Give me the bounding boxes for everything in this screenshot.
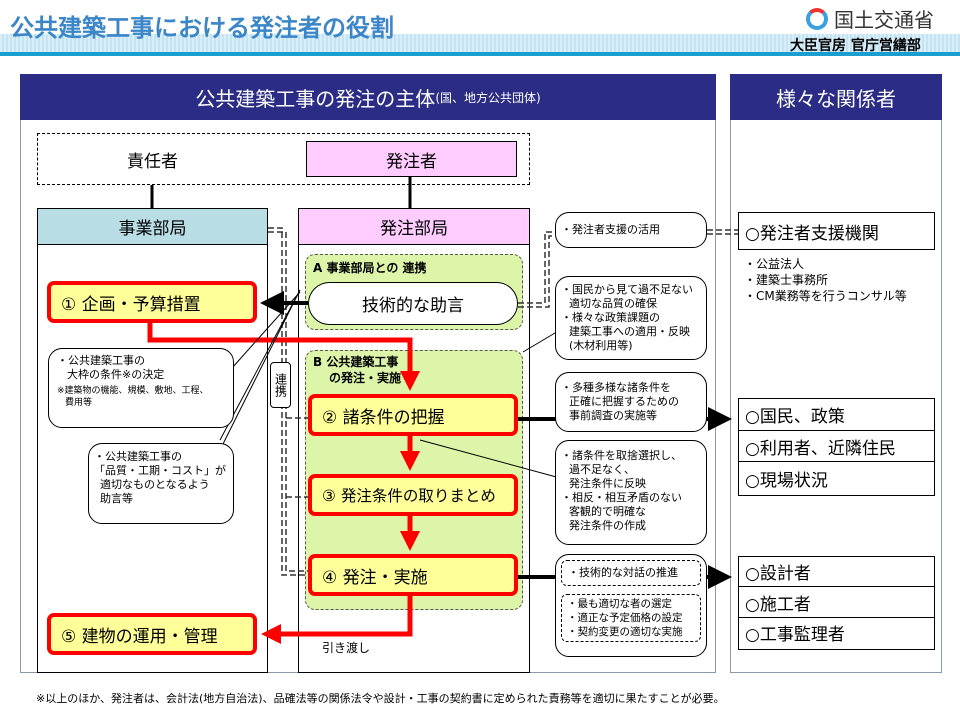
top-group (37, 133, 530, 185)
ministry-logo: 国土交通省 (806, 4, 934, 33)
stakeholder-item: ○利用者、近隣住民 (739, 431, 934, 463)
group-a-label: A 事業部局との 連携 (313, 261, 427, 275)
callout-line: ・多種多様な諸条件を (561, 381, 671, 394)
ministry-emblem-icon (806, 7, 828, 30)
support-org-item: ・建築士事務所 (744, 273, 829, 287)
group-b-label-2: の発注・実施 (329, 371, 402, 385)
callout-support: ・発注者支援の活用 (555, 212, 707, 248)
callout-line: ・適正な予定価格の設定 (567, 612, 683, 624)
callout-conditions: ・諸条件を取捨選択し、 過不足なく、 発注条件に反映 ・相反・相互矛盾のない 客… (555, 440, 707, 545)
step2-conditions: ② 諸条件の把握 (308, 394, 518, 436)
flow-arrow-1-2 (147, 323, 420, 391)
stakeholder-item: ○現場状況 (745, 470, 828, 491)
callout-line: 発注条件に反映 (569, 477, 646, 490)
callout-line: ・最も適切な者の選定 (567, 598, 672, 610)
renkei-dashed-lines (268, 227, 738, 576)
main-title-text: 公共建築工事の発注の主体 (195, 86, 436, 111)
callout-selection: ・最も適切な者の選定 ・適正な予定価格の設定 ・契約変更の適切な実施 (561, 594, 701, 642)
group-b-label: B 公共建築工事の発注・実施 (313, 354, 401, 386)
group-b-label-1: B 公共建築工事 (313, 355, 399, 369)
callout-framework: ・公共建築工事の 大枠の条件※の決定 ※建築物の機能、規模、敷地、工程、 費用等 (48, 348, 234, 428)
main-panel-title: 公共建築工事の発注の主体(国、地方公共団体) (20, 74, 716, 120)
callout-survey: ・多種多様な諸条件を 正確に把握するための 事前調査の実施等 (555, 372, 707, 432)
callout-line: 「品質・工期・コスト」が (94, 464, 226, 477)
header-rule (0, 52, 960, 56)
callout-line: 適切なものとなるよう (100, 478, 210, 491)
callout-line: ・公共建築工事の (94, 450, 182, 463)
flow-arrow-4-5 (261, 596, 413, 644)
callout-line: 正確に把握するための (569, 395, 679, 408)
callout-line: ・相反・相互矛盾のない (561, 491, 682, 504)
callout-line: ・諸条件を取捨選択し、 (561, 449, 682, 462)
callout-order: ・技術的な対話の推進 ・最も適切な者の選定 ・適正な予定価格の設定 ・契約変更の… (555, 554, 707, 657)
callout-line: 過不足なく、 (569, 463, 635, 476)
support-org-list: ・公益法人 ・建築士事務所 ・CM業務等を行うコンサル等 (744, 256, 907, 304)
public-stakeholders: ○国民、政策 ○利用者、近隣住民 ○現場状況 (738, 398, 935, 496)
callout-line: ・契約変更の適切な実施 (567, 626, 683, 638)
callout-line: ・公共建築工事の (57, 354, 145, 367)
callout-line: 建築工事への適用・反映 (569, 325, 690, 338)
callout-line: (木材利用等) (569, 339, 633, 352)
callout-quality: ・国民から見て過不足ない 適切な品質の確保 ・様々な政策課題の 建築工事への適用… (555, 276, 707, 360)
header-band (0, 34, 960, 52)
footnote: ※以上のほか、発注者は、会計法(地方自治法)、品確法等の関係法令や設計・工事の契… (36, 692, 725, 705)
callout-line: 客観的で明確な (569, 505, 646, 518)
callout-advice: ・公共建築工事の 「品質・工期・コスト」が 適切なものとなるよう 助言等 (88, 443, 234, 524)
technical-advice-box: 技術的な助言 (308, 282, 518, 325)
business-dept-title: 事業部局 (37, 208, 268, 245)
callout-note: ※建築物の機能、規模、敷地、工程、 (57, 386, 209, 396)
responsible-label: 責任者 (127, 151, 178, 172)
stakeholder-item: ○国民、政策 (739, 399, 934, 431)
orderer-box: 発注者 (306, 141, 517, 177)
callout-line: ・国民から見て過不足ない (561, 283, 693, 296)
step4-order-execution: ④ 発注・実施 (308, 554, 518, 596)
callout-pointers (219, 289, 561, 479)
support-org-item: ・公益法人 (744, 257, 805, 271)
stakeholder-item: ○設計者 (739, 557, 934, 588)
callout-line: 助言等 (100, 492, 133, 505)
stakeholder-item: ○工事監理者 (745, 625, 845, 646)
contractor-stakeholders: ○設計者 ○施工者 ○工事監理者 (738, 556, 935, 650)
side-panel-title: 様々な関係者 (730, 74, 942, 120)
main-title-note: (国、地方公共団体) (435, 90, 541, 105)
callout-line: 発注条件の作成 (569, 519, 646, 532)
ministry-name: 国土交通省 (834, 8, 934, 32)
callout-line: ・様々な政策課題の (561, 311, 660, 324)
department-name: 大臣官房 官庁営繕部 (790, 38, 921, 54)
handover-label: 引き渡し (322, 641, 371, 655)
callout-line: 適切な品質の確保 (569, 297, 657, 310)
step5-operation: ⑤ 建物の運用・管理 (47, 613, 257, 655)
callout-note: 費用等 (65, 398, 93, 408)
callout-dialogue: ・技術的な対話の推進 (561, 560, 701, 586)
renkei-label: 連携 (270, 362, 291, 408)
step3-order-conditions: ③ 発注条件の取りまとめ (308, 474, 518, 516)
callout-line: 事前調査の実施等 (569, 409, 657, 422)
support-org-box: ○発注者支援機関 (738, 212, 935, 250)
page-title: 公共建築工事における発注者の役割 (10, 14, 394, 42)
step1-planning-budget: ① 企画・予算措置 (47, 281, 257, 323)
stakeholder-item: ○施工者 (739, 587, 934, 618)
support-org-item: ・CM業務等を行うコンサル等 (744, 289, 907, 303)
ordering-dept-title: 発注部局 (298, 208, 530, 245)
callout-line: 大枠の条件※の決定 (67, 368, 165, 381)
